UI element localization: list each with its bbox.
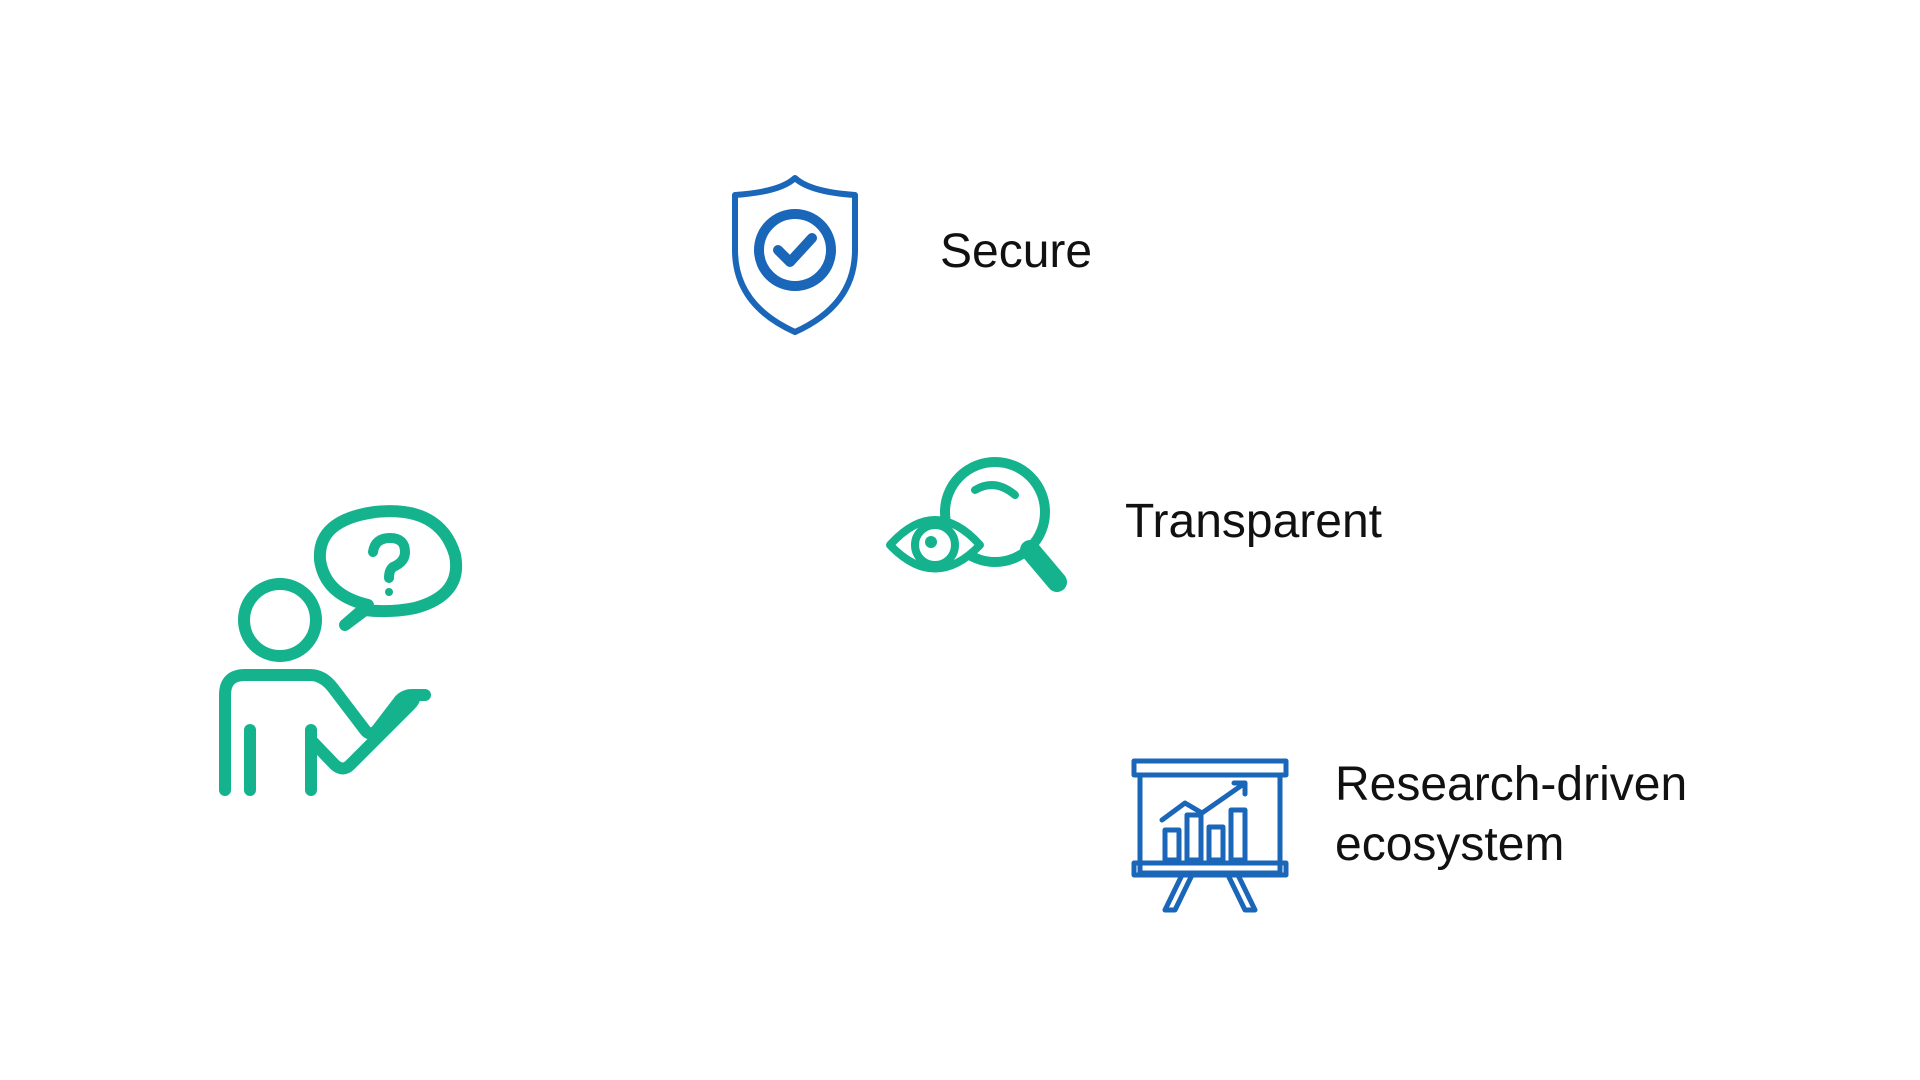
secure-label: Secure: [940, 225, 1093, 278]
person-question-icon: [205, 500, 485, 810]
research-label-line2: ecosystem: [1335, 818, 1565, 871]
research-driven-ecosystem-label: Research-driven ecosystem: [1335, 755, 1687, 875]
transparent-label: Transparent: [1125, 495, 1383, 548]
eye-magnifier-icon: [885, 450, 1070, 610]
presentation-chart-icon: [1130, 755, 1290, 915]
research-label-line1: Research-driven: [1335, 758, 1688, 811]
shield-check-icon: [720, 170, 870, 340]
